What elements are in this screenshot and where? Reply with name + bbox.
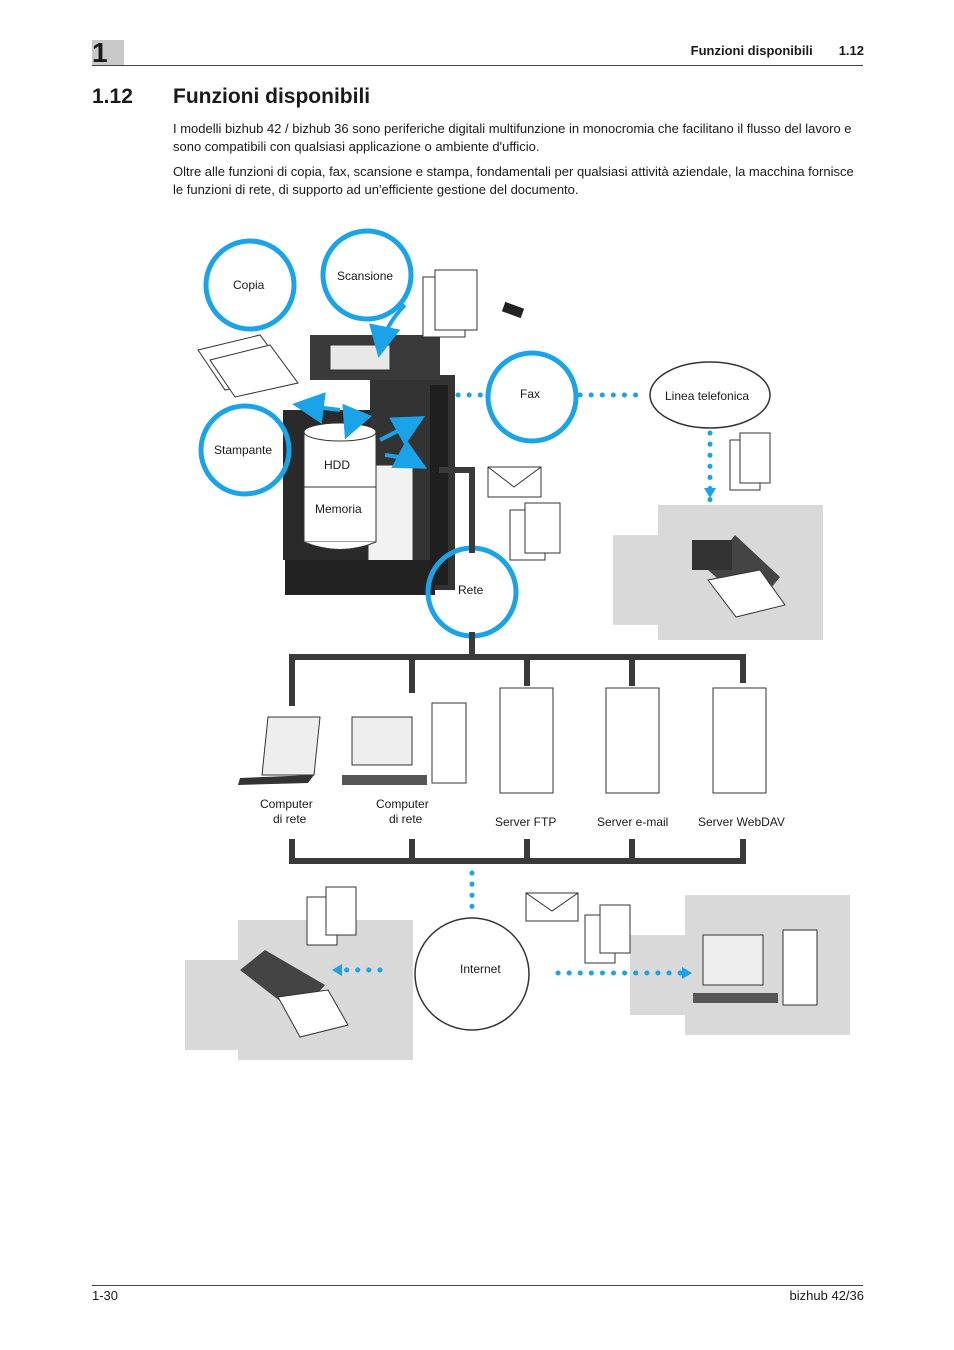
computer-2-label-line1: Computer: [376, 797, 429, 811]
computer-1-label-line1: Computer: [260, 797, 313, 811]
internet-email-envelope-icon: [525, 892, 579, 922]
email-envelope-icon: [487, 466, 542, 498]
running-header: Funzioni disponibili 1.12: [691, 43, 864, 58]
network-bus: [289, 467, 746, 864]
server-icons: [499, 687, 767, 794]
stampante-circle: [198, 403, 292, 497]
laptop-icon: [238, 716, 321, 785]
running-header-title: Funzioni disponibili: [690, 43, 813, 58]
section-heading-number: 1.12: [92, 85, 133, 108]
scansione-circle: [320, 228, 414, 322]
internet-fax-machine-icon: [240, 950, 349, 1038]
internet-computer-icon: [693, 929, 818, 1006]
functions-paragraph: Oltre alle funzioni di copia, fax, scans…: [173, 164, 854, 197]
page-number: 1-30: [92, 1288, 119, 1303]
server-webdav-icon: [712, 687, 767, 794]
header-divider: [92, 65, 863, 66]
network-documents-icon: [509, 502, 561, 561]
hdd-memory-cylinder: [303, 422, 377, 550]
usb-memory-icon: [501, 301, 525, 319]
internet-email-documents-icon: [584, 904, 631, 964]
model-name: bizhub 42/36: [789, 1288, 864, 1303]
internet-fax-documents-icon: [306, 886, 357, 946]
scan-document-icon: [422, 269, 478, 338]
memoria-label: Memoria: [315, 502, 362, 516]
rete-label: Rete: [458, 583, 484, 597]
fax-label: Fax: [520, 387, 540, 401]
chapter-number: 1: [92, 37, 108, 68]
scansione-label: Scansione: [337, 269, 393, 283]
server-webdav-label: Server WebDAV: [698, 815, 785, 829]
copia-circle: [203, 238, 297, 332]
section-heading: 1.12 Funzioni disponibili: [92, 85, 370, 109]
server-email-icon: [605, 687, 660, 794]
server-ftp-icon: [499, 687, 554, 794]
section-heading-title: Funzioni disponibili: [173, 85, 371, 108]
hdd-label: HDD: [324, 458, 350, 472]
computer-1-label-line2: di rete: [273, 812, 307, 826]
footer-divider: [92, 1285, 863, 1286]
fax-machine-icon: [692, 535, 786, 618]
server-email-label: Server e-mail: [597, 815, 668, 829]
internet-ellipse: [414, 917, 530, 1031]
running-header-number: 1.12: [838, 43, 864, 58]
flow-arrows: [292, 303, 428, 469]
phone-line-ellipse: [649, 361, 771, 429]
intro-paragraph: I modelli bizhub 42 / bizhub 36 sono per…: [173, 121, 852, 154]
server-ftp-label: Server FTP: [495, 815, 556, 829]
desktop-computer-icon: [342, 702, 467, 785]
function-circles: [198, 228, 579, 639]
internet-label: Internet: [460, 962, 501, 976]
copy-output-sheets-icon: [197, 334, 299, 398]
fax-document-icon: [729, 432, 771, 491]
copia-label: Copia: [233, 278, 265, 292]
functions-diagram: HDD Memoria: [185, 228, 850, 1060]
phone-line-label: Linea telefonica: [665, 389, 749, 403]
stampante-label: Stampante: [214, 443, 272, 457]
fax-circle: [485, 350, 579, 444]
computer-2-label-line2: di rete: [389, 812, 423, 826]
chapter-tab: [92, 40, 124, 66]
